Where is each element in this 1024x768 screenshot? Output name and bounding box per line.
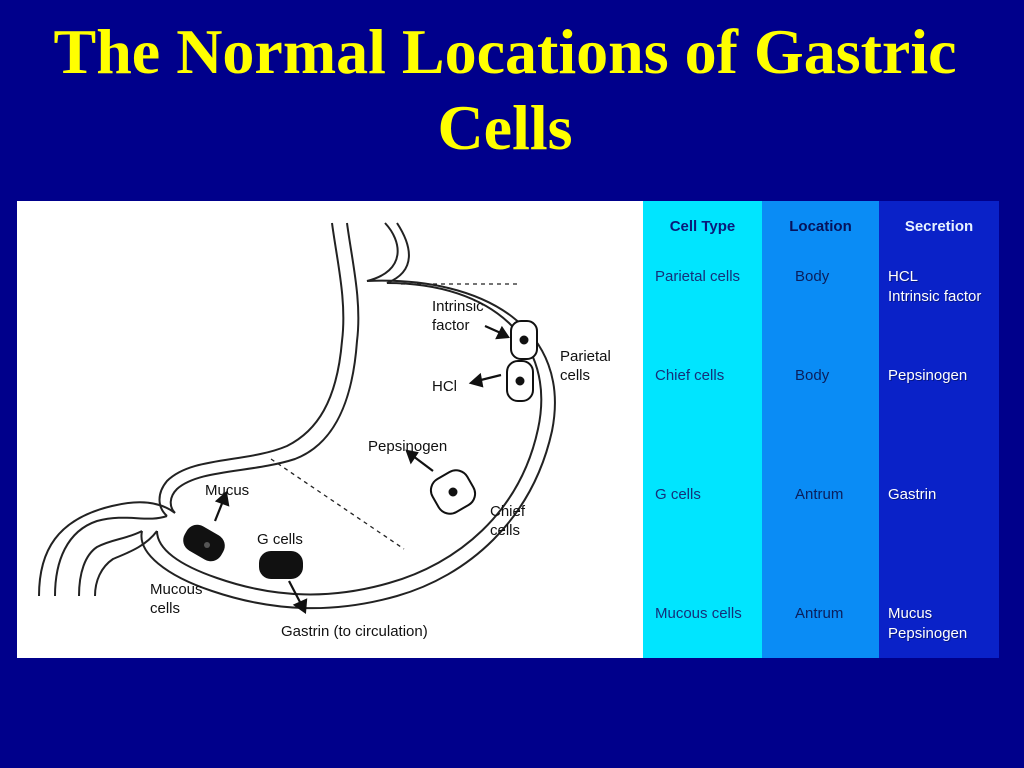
row-chief-secretion: Pepsinogen (888, 366, 967, 386)
row-mucous-location: Antrum (795, 605, 844, 622)
header-location: Location (789, 218, 852, 235)
stomach-diagram: Intrinsic factor HCl Parietal cells Peps… (17, 201, 643, 658)
label-pepsinogen: Pepsinogen (368, 438, 447, 455)
gastric-cells-figure: Intrinsic factor HCl Parietal cells Peps… (17, 201, 999, 658)
secretion-line: Intrinsic factor (888, 288, 982, 305)
secretion-line: Pepsinogen (888, 625, 968, 642)
header-secretion: Secretion (904, 218, 974, 235)
label-intrinsic-factor-1: Intrinsic (432, 298, 484, 315)
row-mucous-cell-type: Mucous cells (655, 605, 742, 622)
g-cell (259, 551, 303, 579)
arrows (213, 324, 510, 614)
mucous-cell (183, 524, 225, 562)
row-chief-location: Body (795, 367, 830, 384)
label-mucus: Mucus (205, 482, 249, 499)
label-intrinsic-factor-2: factor (432, 317, 470, 334)
secretion-line: HCL (888, 268, 919, 285)
header-cell-type: Cell Type (669, 218, 736, 235)
label-gastrin: Gastrin (to circulation) (281, 623, 428, 640)
label-mucous-1: Mucous (150, 581, 203, 598)
stomach-illustration: Intrinsic factor HCl Parietal cells Peps… (38, 222, 611, 640)
label-g-cells: G cells (257, 531, 303, 548)
label-parietal-2: cells (560, 367, 590, 384)
slide-title: The Normal Locations of Gastric Cells (53, 16, 957, 163)
row-parietal-cell-type: Parietal cells (655, 268, 741, 285)
label-chief-1: Chief (490, 503, 526, 520)
secretion-line: Gastrin (888, 486, 937, 503)
label-parietal-1: Parietal (560, 348, 611, 365)
stomach-wall (38, 222, 556, 610)
row-parietal-location: Body (795, 268, 830, 285)
row-mucous-secretion: Mucus Pepsinogen (888, 604, 967, 644)
secretion-line: Pepsinogen (888, 367, 968, 384)
location-column (762, 201, 879, 658)
parietal-cells (506, 320, 538, 402)
row-chief-cell-type: Chief cells (655, 367, 725, 384)
row-g-secretion: Gastrin (888, 485, 936, 505)
cell-type-column (643, 201, 762, 658)
row-parietal-secretion: HCL Intrinsic factor (888, 267, 981, 307)
label-hcl: HCl (432, 378, 457, 395)
region-boundaries (270, 283, 517, 550)
label-chief-2: cells (490, 522, 520, 539)
row-g-location: Antrum (795, 486, 844, 503)
chief-cell (429, 469, 477, 515)
row-g-cell-type: G cells (655, 486, 701, 503)
secretion-column (879, 201, 999, 658)
label-mucous-2: cells (150, 600, 180, 617)
secretion-line: Mucus (888, 605, 933, 622)
